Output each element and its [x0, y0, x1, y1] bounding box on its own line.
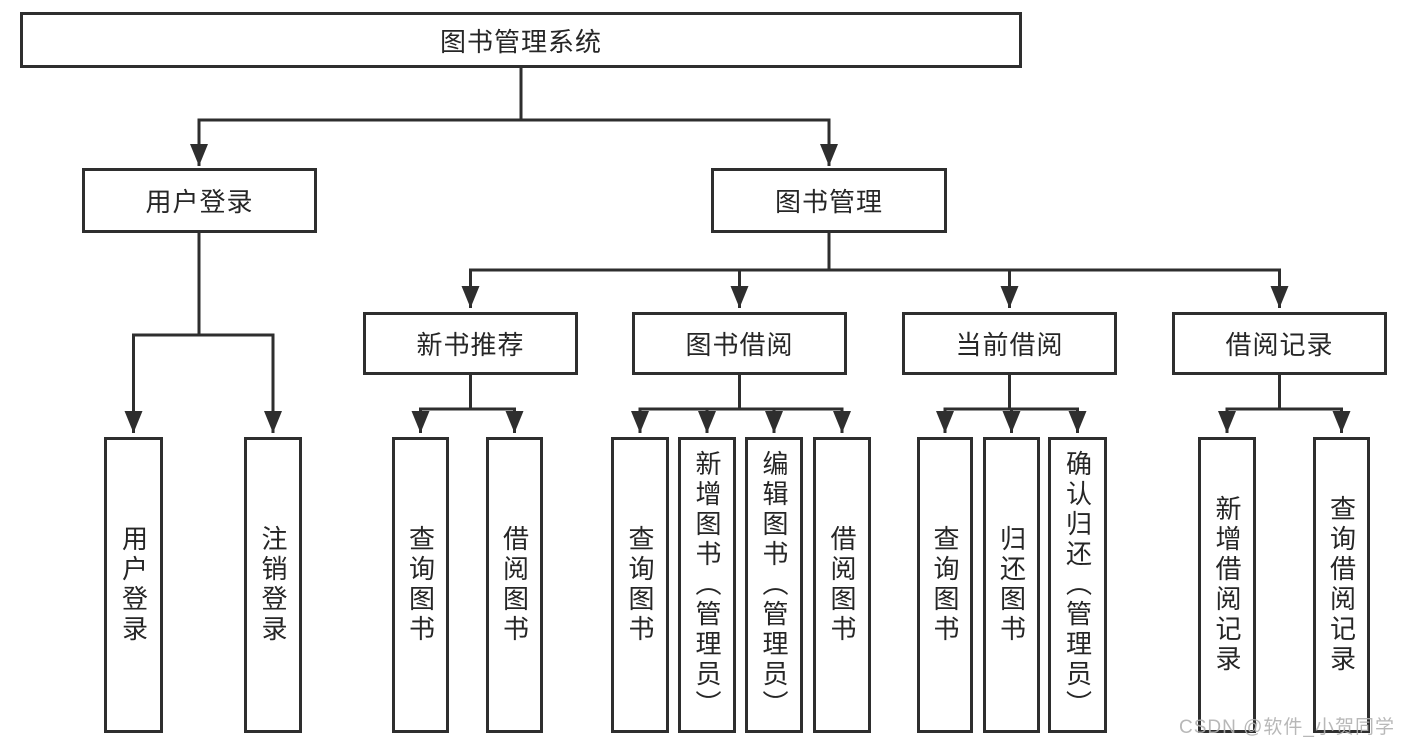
leaf-recommend-borrow-books: 借阅图书 — [486, 437, 543, 733]
node-root-system-label: 图书管理系统 — [439, 26, 602, 57]
node-current-borrowing-label: 当前借阅 — [955, 330, 1064, 360]
leaf-user-login: 用户登录 — [104, 437, 163, 733]
node-new-book-recommend: 新书推荐 — [363, 312, 578, 375]
node-borrow-records-label: 借阅记录 — [1225, 330, 1334, 360]
leaf-return-books: 归还图书 — [983, 437, 1040, 733]
leaf-borrow-query-books: 查询图书 — [611, 437, 669, 733]
node-new-book-recommend-label: 新书推荐 — [416, 330, 525, 360]
connector-mgmt-branch — [461, 268, 1289, 308]
leaf-confirm-return-admin: 确认归还（管理员） — [1048, 437, 1107, 733]
leaf-confirm-return-admin-label: 确认归还（管理员） — [1062, 450, 1093, 720]
connector-user-branch — [124, 333, 282, 433]
leaf-logout-label: 注销登录 — [258, 525, 288, 645]
leaf-recommend-borrow-books-label: 借阅图书 — [499, 525, 530, 645]
node-book-borrowing: 图书借阅 — [632, 312, 847, 375]
leaf-current-query-books: 查询图书 — [917, 437, 973, 733]
leaf-edit-books-admin: 编辑图书（管理员） — [745, 437, 803, 733]
node-book-management: 图书管理 — [711, 168, 947, 233]
node-book-borrowing-label: 图书借阅 — [685, 330, 794, 360]
leaf-query-borrow-record-label: 查询借阅记录 — [1326, 495, 1357, 675]
leaf-add-borrow-record: 新增借阅记录 — [1198, 437, 1256, 733]
node-borrow-records: 借阅记录 — [1172, 312, 1387, 375]
leaf-return-books-label: 归还图书 — [996, 525, 1027, 645]
csdn-watermark: CSDN @软件_小贺同学 — [1179, 717, 1395, 738]
leaf-borrow-query-books-label: 查询图书 — [625, 525, 655, 645]
leaf-query-borrow-record: 查询借阅记录 — [1313, 437, 1370, 733]
leaf-recommend-query-books-label: 查询图书 — [405, 525, 436, 645]
leaf-user-login-label: 用户登录 — [118, 525, 149, 645]
leaf-add-books-admin-label: 新增图书（管理员） — [692, 450, 722, 720]
leaf-current-query-books-label: 查询图书 — [930, 525, 960, 645]
connector-recommend-branch — [411, 407, 524, 433]
node-book-management-label: 图书管理 — [774, 187, 883, 217]
node-root-system: 图书管理系统 — [20, 12, 1022, 68]
connector-borrow-branch — [631, 407, 851, 433]
node-user-login: 用户登录 — [82, 168, 317, 233]
connector-records-branch — [1218, 407, 1351, 433]
leaf-add-books-admin: 新增图书（管理员） — [678, 437, 736, 733]
leaf-borrow-books-label: 借阅图书 — [827, 525, 857, 645]
connector-root-branch — [190, 118, 838, 166]
node-current-borrowing: 当前借阅 — [902, 312, 1117, 375]
node-user-login-label: 用户登录 — [145, 187, 254, 217]
leaf-logout: 注销登录 — [244, 437, 302, 733]
leaf-edit-books-admin-label: 编辑图书（管理员） — [759, 450, 789, 720]
leaf-borrow-books: 借阅图书 — [813, 437, 871, 733]
leaf-add-borrow-record-label: 新增借阅记录 — [1212, 495, 1242, 675]
leaf-recommend-query-books: 查询图书 — [392, 437, 449, 733]
